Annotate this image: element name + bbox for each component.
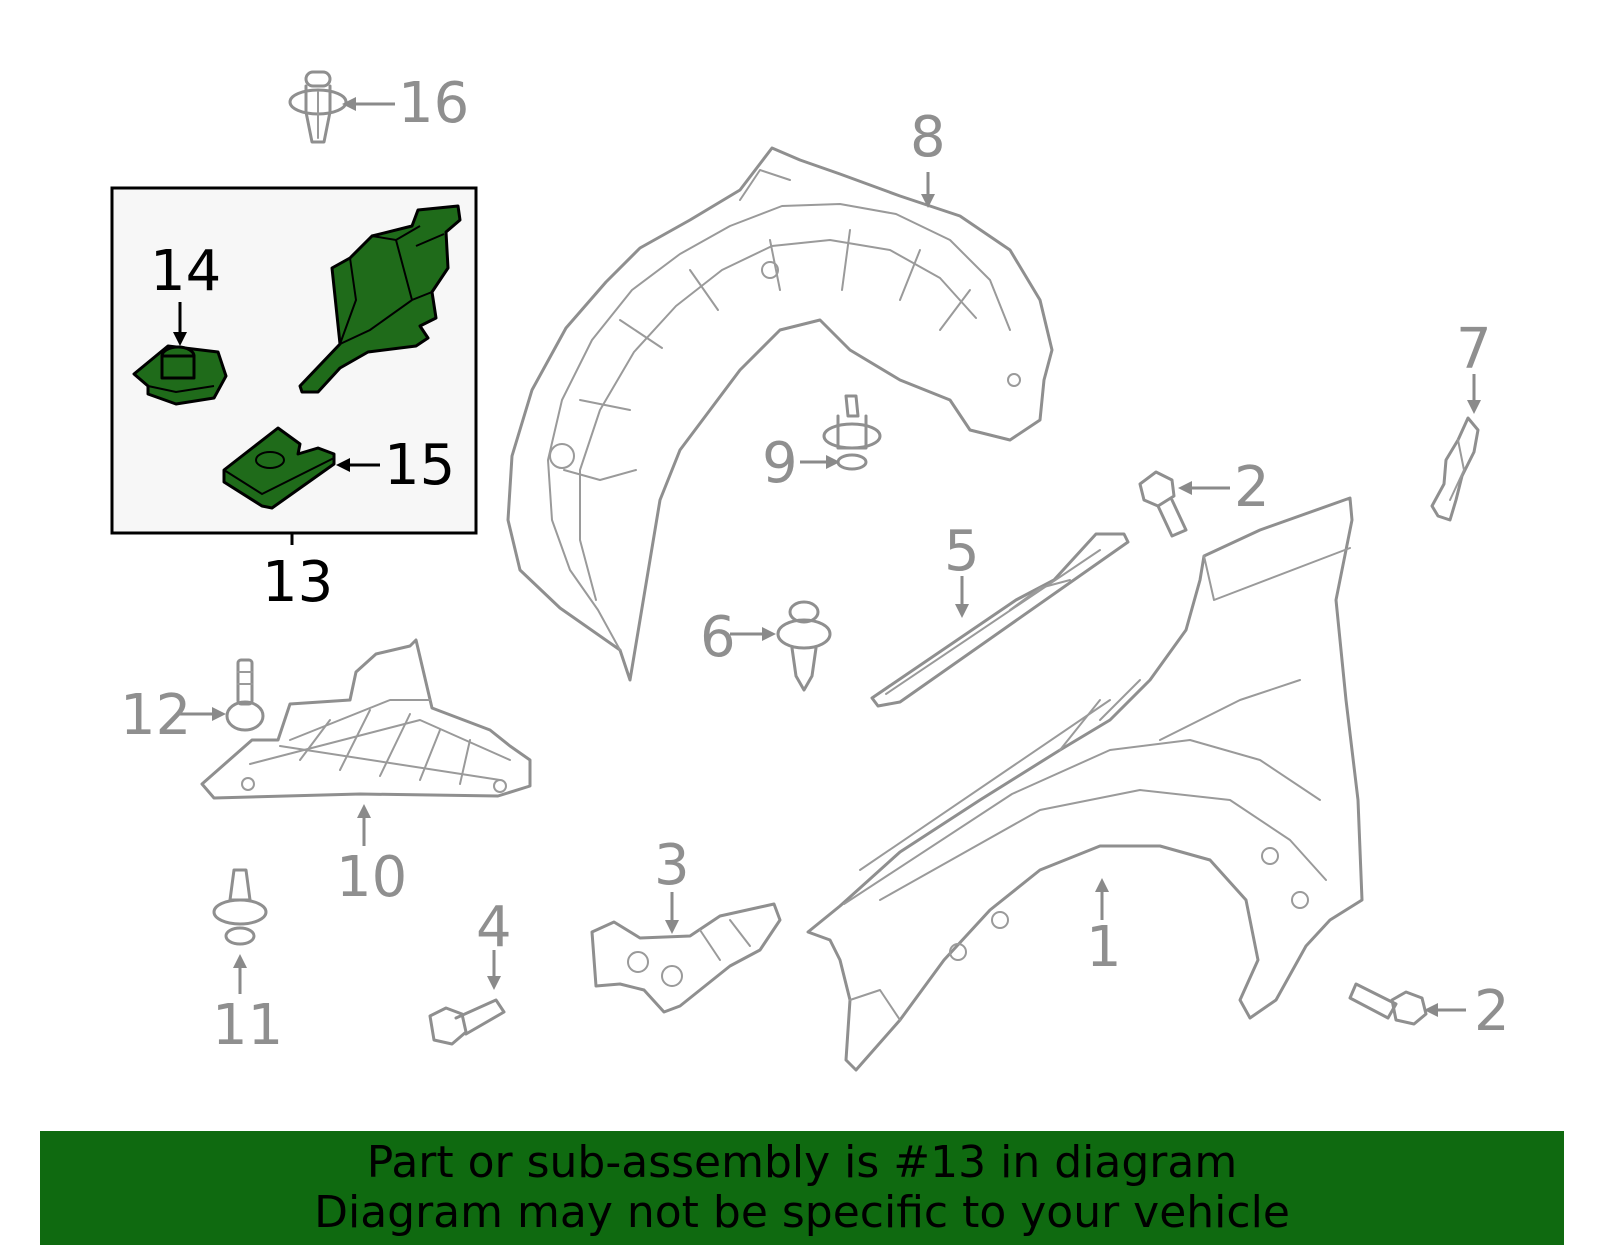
arrow-4 [487, 950, 501, 990]
arrow-2-lower [1424, 1003, 1466, 1017]
part-4-bolt [428, 998, 506, 1046]
arrow-11 [233, 954, 247, 994]
callout-9: 9 [762, 431, 798, 496]
callout-5: 5 [944, 519, 980, 584]
banner-line-2: Diagram may not be specific to your vehi… [314, 1187, 1290, 1238]
part-9-clip [822, 394, 882, 471]
arrow-15 [336, 458, 380, 472]
arrow-14 [173, 302, 187, 346]
callout-11: 11 [212, 993, 283, 1058]
part-3-bracket [590, 902, 782, 1014]
callout-13: 13 [262, 550, 333, 615]
part-12-bolt [225, 658, 265, 732]
part-6-clip [776, 600, 832, 692]
part-11-clip [212, 868, 268, 946]
arrow-3 [665, 892, 679, 934]
part-16-clip [288, 70, 348, 144]
arrow-9 [800, 455, 840, 469]
callout-4: 4 [476, 895, 512, 960]
callout-7: 7 [1456, 317, 1492, 382]
part-2-bolt-upper [1138, 470, 1188, 538]
callout-14: 14 [150, 239, 221, 304]
callout-10: 10 [336, 845, 407, 910]
callout-8: 8 [910, 105, 946, 170]
callout-6: 6 [700, 605, 736, 670]
arrow-8 [921, 172, 935, 208]
part-1-fender [806, 496, 1364, 1072]
notice-banner: Part or sub-assembly is #13 in diagram D… [40, 1131, 1564, 1245]
part-13-bracket [298, 204, 462, 394]
banner-line-1: Part or sub-assembly is #13 in diagram [366, 1137, 1238, 1188]
arrow-1 [1095, 878, 1109, 920]
arrow-6 [730, 627, 776, 641]
callout-16: 16 [398, 71, 469, 136]
part-7-bracket [1430, 416, 1480, 522]
arrow-16 [342, 97, 395, 111]
part-5-seal [870, 532, 1130, 708]
part-15-clip [222, 426, 336, 510]
part-8-fender-liner [506, 146, 1054, 682]
arrow-10 [357, 804, 371, 846]
callout-15: 15 [384, 433, 455, 498]
callout-3: 3 [654, 833, 690, 898]
part-14-nut [132, 344, 228, 406]
callout-1: 1 [1086, 915, 1122, 980]
callout-2-upper: 2 [1234, 455, 1270, 520]
part-2-bolt-lower [1348, 982, 1428, 1026]
arrow-5 [955, 576, 969, 618]
arrow-2-upper [1178, 481, 1230, 495]
callout-12: 12 [120, 683, 191, 748]
part-10-shield [200, 638, 532, 800]
callout-2-lower: 2 [1474, 979, 1510, 1044]
arrow-7 [1467, 374, 1481, 414]
arrow-12 [180, 707, 226, 721]
